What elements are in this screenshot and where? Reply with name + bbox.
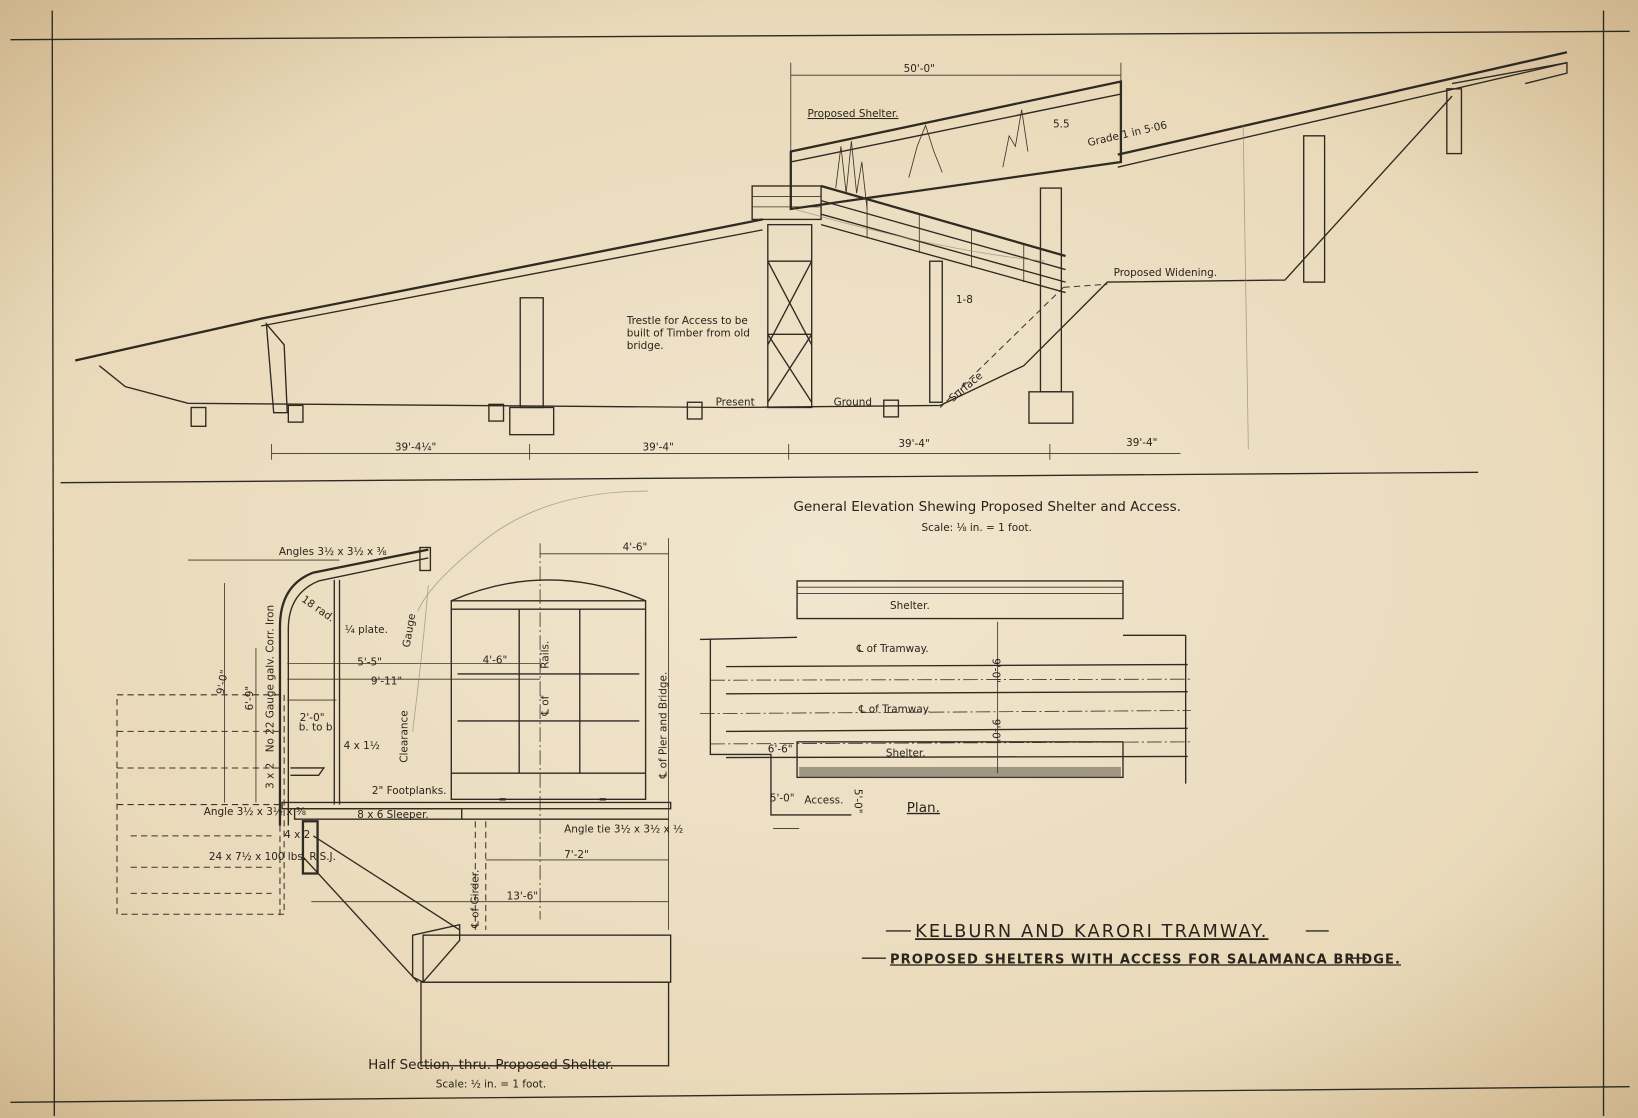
drawing-title: KELBURN AND KARORI TRAMWAY.: [915, 922, 1268, 942]
pencil-note: 1-8: [956, 294, 973, 306]
span-dimension: 39'-4": [642, 441, 673, 453]
plan-dimension: 5'-0": [770, 792, 795, 804]
dimension-label: 3 x 2: [265, 763, 277, 789]
plan-caption: Plan.: [907, 800, 940, 816]
section-label: No 22 Gauge galv. Corr. Iron: [265, 605, 277, 752]
dimension-label: 9'-11": [371, 675, 402, 687]
section-label: 4 x 2: [284, 829, 310, 841]
section-label: Angles 3½ x 3½ x ⅜: [279, 546, 387, 558]
trestle-note-line: Trestle for Access to be: [626, 315, 748, 327]
plan-tramway-label: ℄ of Tramway.: [858, 704, 931, 716]
shelter-length-dimension: 50'-0": [904, 63, 935, 75]
section-label: Angle tie 3½ x 3½ x ½: [564, 824, 683, 836]
elevation-scale: Scale: ⅛ in. = 1 foot.: [922, 522, 1032, 534]
drawing-subtitle: PROPOSED SHELTERS WITH ACCESS FOR SALAMA…: [890, 952, 1401, 967]
access-ramp: [820, 184, 1066, 403]
section-label: 8 x 6 Sleeper.: [357, 809, 428, 821]
dimension-label: 4'-6": [623, 542, 648, 554]
proposed-shelter-elevation: [789, 80, 1123, 211]
dimension-label: 9'-0": [215, 669, 231, 695]
pencil-note: 5.5: [1053, 118, 1070, 130]
dimension-label: 4 x 1½: [344, 740, 380, 752]
section-label: ℄ of Girder.: [469, 870, 481, 929]
plan-dimension: 9'-0": [989, 719, 1001, 744]
trestle: [751, 185, 822, 409]
section-caption: Half Section, thru. Proposed Shelter.: [368, 1057, 614, 1073]
sheet-border: [10, 10, 1630, 1116]
section-label: Rails.: [539, 641, 551, 669]
section-label: Clearance: [398, 710, 410, 762]
plan-dimension: 5'-0": [852, 789, 864, 814]
dimension-label: 6'-9": [244, 686, 256, 711]
plan-tramway-label: ℄ of Tramway.: [856, 643, 929, 655]
elevation-caption: General Elevation Shewing Proposed Shelt…: [793, 499, 1181, 515]
span-dimension: 39'-4": [898, 438, 929, 450]
span-dimension: 39'-4": [1126, 437, 1157, 449]
section-label: Angle 3½ x 3½ x ⅜: [204, 806, 306, 818]
dimension-label: 7'-2": [564, 849, 589, 861]
title-block: KELBURN AND KARORI TRAMWAY. PROPOSED SHE…: [861, 922, 1401, 967]
section-label: 2" Footplanks.: [372, 785, 447, 797]
trestle-note-line: bridge.: [627, 340, 664, 352]
section-label: ℄ of: [539, 695, 551, 716]
span-dimension: 39'-4¼": [395, 441, 436, 453]
trestle-note-line: built of Timber from old: [627, 327, 750, 339]
plan-shelter-label: Shelter.: [886, 747, 926, 759]
plan-view: Shelter. Shelter. ℄ of Tramway. ℄ of Tra…: [699, 580, 1191, 829]
section-label: ℄ of Pier and Bridge.: [657, 672, 669, 780]
ground-label: Ground: [834, 396, 872, 408]
tram-car-outline: [450, 579, 647, 801]
proposed-widening-label: Proposed Widening.: [1114, 267, 1217, 279]
ground-label: Present: [716, 396, 755, 408]
access-label: Access.: [804, 794, 843, 806]
plan-dimension: 9'-0": [989, 658, 1001, 683]
plan-dimension: 6'-6": [768, 743, 793, 755]
dimension-label: 2'-0": [300, 712, 325, 724]
dimension-label: 5'-5": [357, 657, 382, 669]
section-label: 24 x 7½ x 100 lbs. R.S.J.: [209, 851, 336, 863]
section-scale: Scale: ½ in. = 1 foot.: [436, 1079, 546, 1091]
dimension-label: 13'-6": [507, 891, 538, 903]
section-label: ¼ plate.: [345, 624, 388, 636]
proposed-shelter-label: Proposed Shelter.: [808, 108, 899, 120]
dimension-label: b. to b.: [299, 721, 336, 733]
plan-shelter-label: Shelter.: [890, 600, 930, 612]
half-section: Angles 3½ x 3½ x ⅜ 18 rad. ¼ plate. Gaug…: [116, 490, 683, 1091]
dimension-label: 4'-6": [483, 654, 508, 666]
section-label: Gauge: [401, 613, 419, 649]
